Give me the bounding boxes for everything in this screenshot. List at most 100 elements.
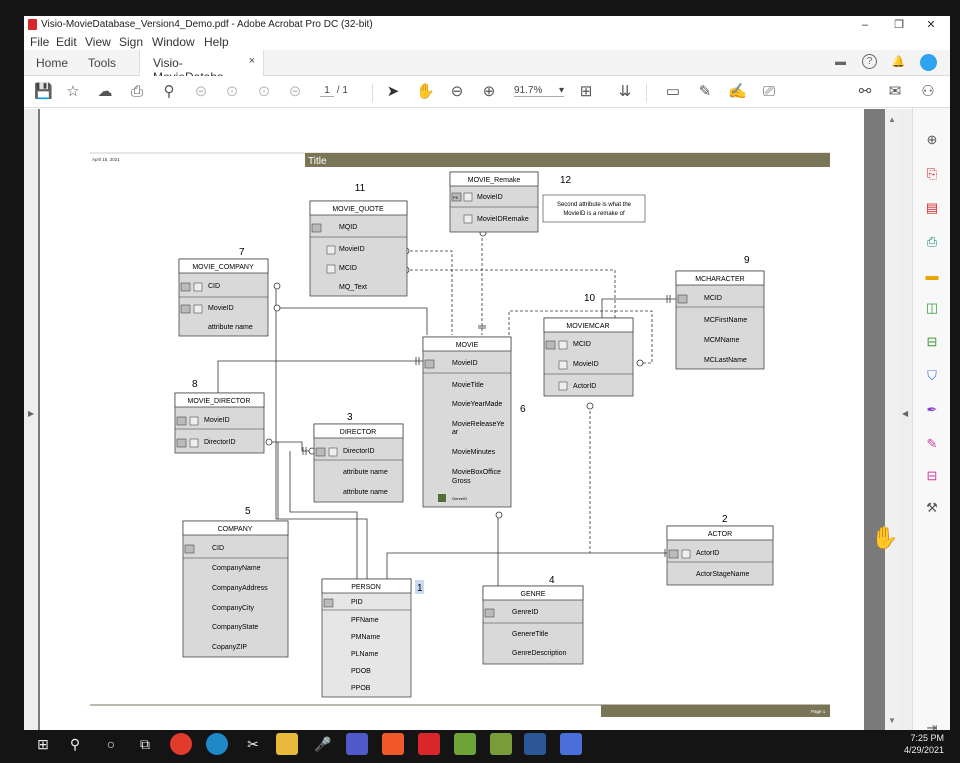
fill-sign-icon[interactable]: ✒ bbox=[926, 402, 938, 417]
zoom-out-icon[interactable]: ⊖ bbox=[450, 83, 464, 100]
word-icon[interactable] bbox=[524, 733, 546, 755]
prepare-form-icon[interactable]: ⊟ bbox=[926, 468, 938, 483]
main-toolbar: 💾 ☆ ☁ ⎙ ⚲ ⊝ ⊙ ⊙ ⊝ 1 / 1 ➤ ✋ ⊖ ⊕ 91.7% ▾ … bbox=[24, 76, 950, 108]
attribute: ar bbox=[452, 429, 459, 436]
help-icon[interactable]: ? bbox=[862, 54, 877, 69]
comment-panel-icon[interactable]: ▬ bbox=[925, 268, 939, 283]
sign-icon[interactable]: ✍ bbox=[728, 83, 747, 100]
page-number-input[interactable]: 1 bbox=[320, 85, 334, 97]
notes-icon[interactable] bbox=[454, 733, 476, 755]
pk-label: PK bbox=[453, 195, 459, 200]
menu-edit[interactable]: Edit bbox=[56, 35, 77, 49]
upload-icon[interactable]: ☁ bbox=[97, 83, 113, 100]
protect-shield-icon[interactable]: ⛉ bbox=[927, 368, 937, 383]
save-icon[interactable]: 💾 bbox=[34, 83, 53, 100]
windows-start-icon[interactable]: ⊞ bbox=[37, 736, 49, 752]
mic-icon[interactable]: 🎤 bbox=[314, 736, 332, 752]
tab-document[interactable]: Visio-MovieDataba... × bbox=[139, 50, 264, 84]
chrome-icon[interactable] bbox=[170, 733, 192, 755]
edge-icon[interactable] bbox=[206, 733, 228, 755]
cortana-icon[interactable]: ○ bbox=[106, 736, 116, 752]
highlight-pen-icon[interactable]: ✎ bbox=[698, 83, 712, 100]
toolbar-divider bbox=[646, 84, 647, 102]
select-arrow-icon[interactable]: ➤ bbox=[386, 83, 400, 100]
more-tools-icon[interactable]: ⚒ bbox=[926, 500, 938, 515]
calculator-icon[interactable] bbox=[560, 733, 582, 755]
file-explorer-icon[interactable] bbox=[276, 733, 298, 755]
organize-pages-icon[interactable]: ▤ bbox=[925, 200, 939, 215]
attribute: attribute name bbox=[343, 469, 388, 476]
entity-name: MOVIE_QUOTE bbox=[332, 206, 384, 213]
tools-pane: ⊕ ⎘ ▤ ⎙ ▬ ◫ ⊟ ⛉ ✒ ✎ ⊟ ⚒ ⇥ bbox=[912, 108, 950, 730]
zoom-in-icon[interactable]: ⊕ bbox=[482, 83, 496, 100]
zoom-out-magnifier-icon[interactable]: ⚲ bbox=[163, 83, 175, 100]
right-panel-toggle[interactable]: ◀ bbox=[898, 109, 912, 730]
entity-company: COMPANY CID CompanyName CompanyAddress C… bbox=[182, 506, 289, 658]
document-area[interactable]: ▶ April 15, 2021 Title Page 1 bbox=[24, 109, 912, 730]
acrobat-taskbar-icon[interactable] bbox=[418, 733, 440, 755]
footer-bar bbox=[601, 705, 830, 717]
vertical-scrollbar[interactable]: ▲ ▼ bbox=[885, 109, 898, 730]
comment-tool-icon[interactable]: ▭ bbox=[665, 83, 681, 100]
entity-number: 7 bbox=[239, 247, 245, 258]
menu-file[interactable]: File bbox=[30, 35, 50, 49]
zoom-search-icon[interactable]: ⊕ bbox=[926, 132, 938, 147]
scroll-down-icon[interactable]: ▼ bbox=[888, 716, 896, 725]
attribute: MovieIDRemake bbox=[477, 216, 529, 223]
add-user-icon[interactable]: ⚇ bbox=[921, 83, 935, 100]
export-pdf-icon[interactable]: ⎘ bbox=[926, 166, 938, 181]
print-icon[interactable]: ⎙ bbox=[130, 83, 143, 100]
attribute: CID bbox=[208, 283, 220, 290]
restore-button[interactable]: ❐ bbox=[894, 19, 904, 31]
menu-bar: File Edit View Sign Window Help bbox=[24, 34, 950, 50]
menu-help[interactable]: Help bbox=[204, 35, 229, 49]
account-avatar[interactable] bbox=[920, 54, 937, 71]
hand-tool-icon[interactable]: ✋ bbox=[416, 83, 435, 100]
page-label: Page 1 bbox=[811, 709, 826, 714]
entity-name: MOVIEMCAR bbox=[566, 323, 609, 330]
edit-tag-icon[interactable]: ⎚ bbox=[762, 83, 775, 100]
brave-icon[interactable] bbox=[382, 733, 404, 755]
snipping-icon[interactable]: ✂ bbox=[247, 736, 259, 752]
tab-home[interactable]: Home bbox=[36, 56, 69, 70]
compare-icon[interactable]: ◫ bbox=[925, 300, 939, 315]
menu-view[interactable]: View bbox=[85, 35, 111, 49]
collapse-pane-icon[interactable]: ⇥ bbox=[926, 720, 938, 730]
zoom-level-value: 91.7% bbox=[514, 85, 543, 96]
attribute: CompanyName bbox=[212, 565, 261, 572]
create-pdf-icon[interactable]: ⎙ bbox=[926, 234, 938, 249]
close-button[interactable]: ✕ bbox=[926, 19, 936, 31]
previous-page-icon[interactable]: ⊙ bbox=[225, 83, 239, 100]
task-view-icon[interactable]: ⧉ bbox=[140, 736, 150, 752]
bell-icon[interactable]: 🔔 bbox=[891, 56, 906, 68]
scroll-mode-icon[interactable]: ⇊ bbox=[618, 83, 632, 100]
next-page-icon[interactable]: ⊙ bbox=[257, 83, 271, 100]
attribute: CompanyState bbox=[212, 624, 258, 631]
menu-sign[interactable]: Sign bbox=[119, 35, 144, 49]
search-icon[interactable]: ⚲ bbox=[69, 736, 81, 752]
teams-icon[interactable] bbox=[346, 733, 368, 755]
email-icon[interactable]: ✉ bbox=[888, 83, 902, 100]
minimize-button[interactable]: – bbox=[861, 19, 869, 31]
scroll-up-icon[interactable]: ▲ bbox=[888, 115, 896, 124]
link-icon[interactable]: ⚯ bbox=[858, 83, 872, 100]
entity-director: DIRECTOR DirectorID attribute name attri… bbox=[313, 412, 404, 503]
system-clock[interactable]: 7:25 PM 4/29/2021 bbox=[904, 732, 944, 756]
scan-icon[interactable]: ⊟ bbox=[926, 334, 938, 349]
comment-icon[interactable]: ▬ bbox=[835, 56, 846, 68]
edit-pdf-icon[interactable]: ✎ bbox=[926, 436, 938, 451]
star-icon[interactable]: ☆ bbox=[66, 83, 80, 100]
tab-tools[interactable]: Tools bbox=[88, 56, 117, 70]
menu-window[interactable]: Window bbox=[152, 35, 195, 49]
page-fit-icon[interactable]: ⊞ bbox=[579, 83, 593, 100]
entity-name: GENRE bbox=[521, 591, 546, 598]
fit-page-icon[interactable]: ⊝ bbox=[194, 83, 208, 100]
entity-name: DIRECTOR bbox=[340, 429, 376, 436]
zoom-level-select[interactable]: 91.7% ▾ bbox=[514, 85, 564, 97]
app-icon[interactable] bbox=[490, 733, 512, 755]
left-panel-toggle[interactable]: ▶ bbox=[24, 109, 38, 730]
close-tab-icon[interactable]: × bbox=[248, 55, 255, 67]
entity-number: 9 bbox=[744, 255, 750, 266]
last-page-icon[interactable]: ⊝ bbox=[288, 83, 302, 100]
